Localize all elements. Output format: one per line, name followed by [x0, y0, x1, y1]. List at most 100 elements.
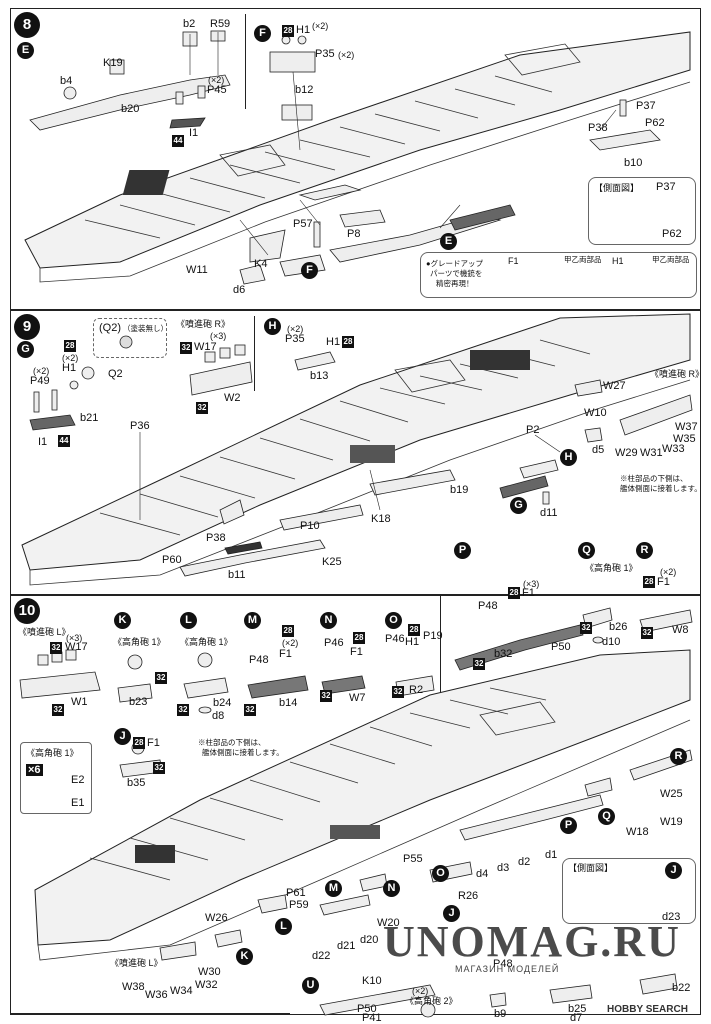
- step-10-note-line1: ※柱部品の下側は、: [198, 738, 266, 747]
- label-w25: W25: [660, 788, 683, 800]
- step-11-divider: [10, 1013, 290, 1014]
- label-e2: E2: [71, 774, 85, 786]
- label-p49: P49: [30, 375, 50, 387]
- label-d6: d6: [233, 284, 246, 296]
- sub-step-k-marker-2: K: [236, 948, 253, 965]
- side-view-box-8: [588, 177, 696, 245]
- step-9-divider: [254, 316, 255, 391]
- label-w32: W32: [195, 979, 218, 991]
- label-b9: b9: [494, 1008, 507, 1020]
- label-h1-9b: H1: [326, 336, 341, 348]
- badge-28-r: 28: [643, 576, 655, 588]
- sub-step-f-marker: F: [254, 25, 271, 42]
- label-p48-p: P48: [478, 600, 498, 612]
- label-d21: d21: [337, 940, 356, 952]
- label-b26: b26: [609, 621, 628, 633]
- badge-32-o: 32: [392, 686, 404, 698]
- label-b23: b23: [129, 696, 148, 708]
- step-9-note-line2: 艦体側面に接着します。: [620, 484, 702, 493]
- label-b20: b20: [121, 103, 140, 115]
- side-view-label-p37: P37: [656, 181, 676, 193]
- sub-step-n-marker-2: N: [383, 880, 400, 897]
- label-x6: ×6: [26, 764, 43, 776]
- label-p35-9-qty: (×2): [287, 324, 304, 334]
- watermark-main: UNOMAG.RU: [383, 917, 681, 966]
- label-w8: W8: [672, 624, 689, 636]
- label-d7: d7: [570, 1012, 583, 1024]
- label-p50-u: P50: [357, 1003, 377, 1015]
- label-k18: K18: [371, 513, 391, 525]
- label-p2: P2: [526, 424, 540, 436]
- label-f1-p-qty: (×3): [523, 579, 540, 589]
- badge-44: 44: [172, 135, 184, 147]
- label-p59: P59: [289, 899, 309, 911]
- label-w19: W19: [660, 816, 683, 828]
- label-w34: W34: [170, 985, 193, 997]
- upgrade-note-box: [420, 252, 697, 298]
- group-ha1-q: 《高角砲 1》: [585, 563, 638, 573]
- label-d23: d23: [662, 911, 681, 923]
- sub-step-l-marker-2: L: [275, 918, 292, 935]
- step-10-note-line2: 艦体側面に接着します。: [202, 748, 284, 757]
- sub-step-h-marker-2: H: [560, 449, 577, 466]
- label-p36: P36: [130, 420, 150, 432]
- label-f1-j: F1: [147, 737, 160, 749]
- watermark-sub: МАГАЗИН МОДЕЛЕЙ: [455, 964, 560, 974]
- badge-28-m: 28: [282, 625, 294, 637]
- watermark-credit: HOBBY SEARCH: [607, 1004, 688, 1015]
- label-w29: W29: [615, 447, 638, 459]
- sub-step-m-marker-2: M: [325, 880, 342, 897]
- badge-28-9b: 28: [342, 336, 354, 348]
- label-b21: b21: [80, 412, 99, 424]
- label-e1: E1: [71, 797, 85, 809]
- sub-step-e-marker-2: E: [440, 233, 457, 250]
- sub-step-g-marker: G: [17, 341, 34, 358]
- label-p35: P35: [315, 48, 335, 60]
- step-10-number: 10: [14, 598, 40, 624]
- label-d4: d4: [476, 868, 489, 880]
- side-view-label-p62: P62: [662, 228, 682, 240]
- label-f1-r-qty: (×2): [660, 567, 677, 577]
- label-w26: W26: [205, 912, 228, 924]
- label-p48-m: P48: [249, 654, 269, 666]
- label-d2: d2: [518, 856, 531, 868]
- label-h1-o: H1: [405, 636, 420, 648]
- label-r2: R2: [409, 684, 424, 696]
- sub-step-m-marker: M: [244, 612, 261, 629]
- label-b11: b11: [228, 569, 246, 581]
- step-8-panel: [10, 8, 701, 310]
- label-r26: R26: [458, 890, 479, 902]
- step-9-panel: [10, 310, 701, 595]
- label-d10: d10: [602, 636, 621, 648]
- step-8-number: 8: [14, 12, 40, 38]
- badge-28-9a: 28: [64, 340, 76, 352]
- label-w36: W36: [145, 989, 168, 1001]
- q2-dash-box: [93, 318, 167, 358]
- sub-step-u-marker: U: [302, 977, 319, 994]
- group-rocket-l-2: 《噴進砲 L》: [110, 958, 163, 968]
- label-w17-9-qty: (×3): [210, 331, 227, 341]
- badge-32-9b: 32: [196, 402, 208, 414]
- sub-step-e-marker: E: [17, 42, 34, 59]
- label-b4: b4: [60, 75, 73, 87]
- label-p45: P45: [207, 84, 227, 96]
- badge-32-10a: 32: [50, 642, 62, 654]
- group-ha1-l: 《高角砲 1》: [180, 637, 233, 647]
- label-k25: K25: [322, 556, 342, 568]
- sub-step-j-marker: J: [114, 728, 131, 745]
- label-b2: b2: [183, 18, 196, 30]
- label-b24: b24: [213, 697, 232, 709]
- label-p19: P19: [423, 630, 443, 642]
- label-h1-qty: (×2): [312, 21, 329, 31]
- label-d22: d22: [312, 950, 331, 962]
- side-view-title-10: 【側面図】: [568, 863, 614, 873]
- label-b13: b13: [310, 370, 329, 382]
- label-h1: H1: [296, 24, 311, 36]
- label-p45-qty: (×2): [208, 75, 225, 85]
- badge-28: 28: [282, 25, 294, 37]
- ha1-x6-box: [20, 742, 92, 814]
- badge-32-q: 32: [580, 622, 592, 634]
- label-r59: R59: [210, 18, 231, 30]
